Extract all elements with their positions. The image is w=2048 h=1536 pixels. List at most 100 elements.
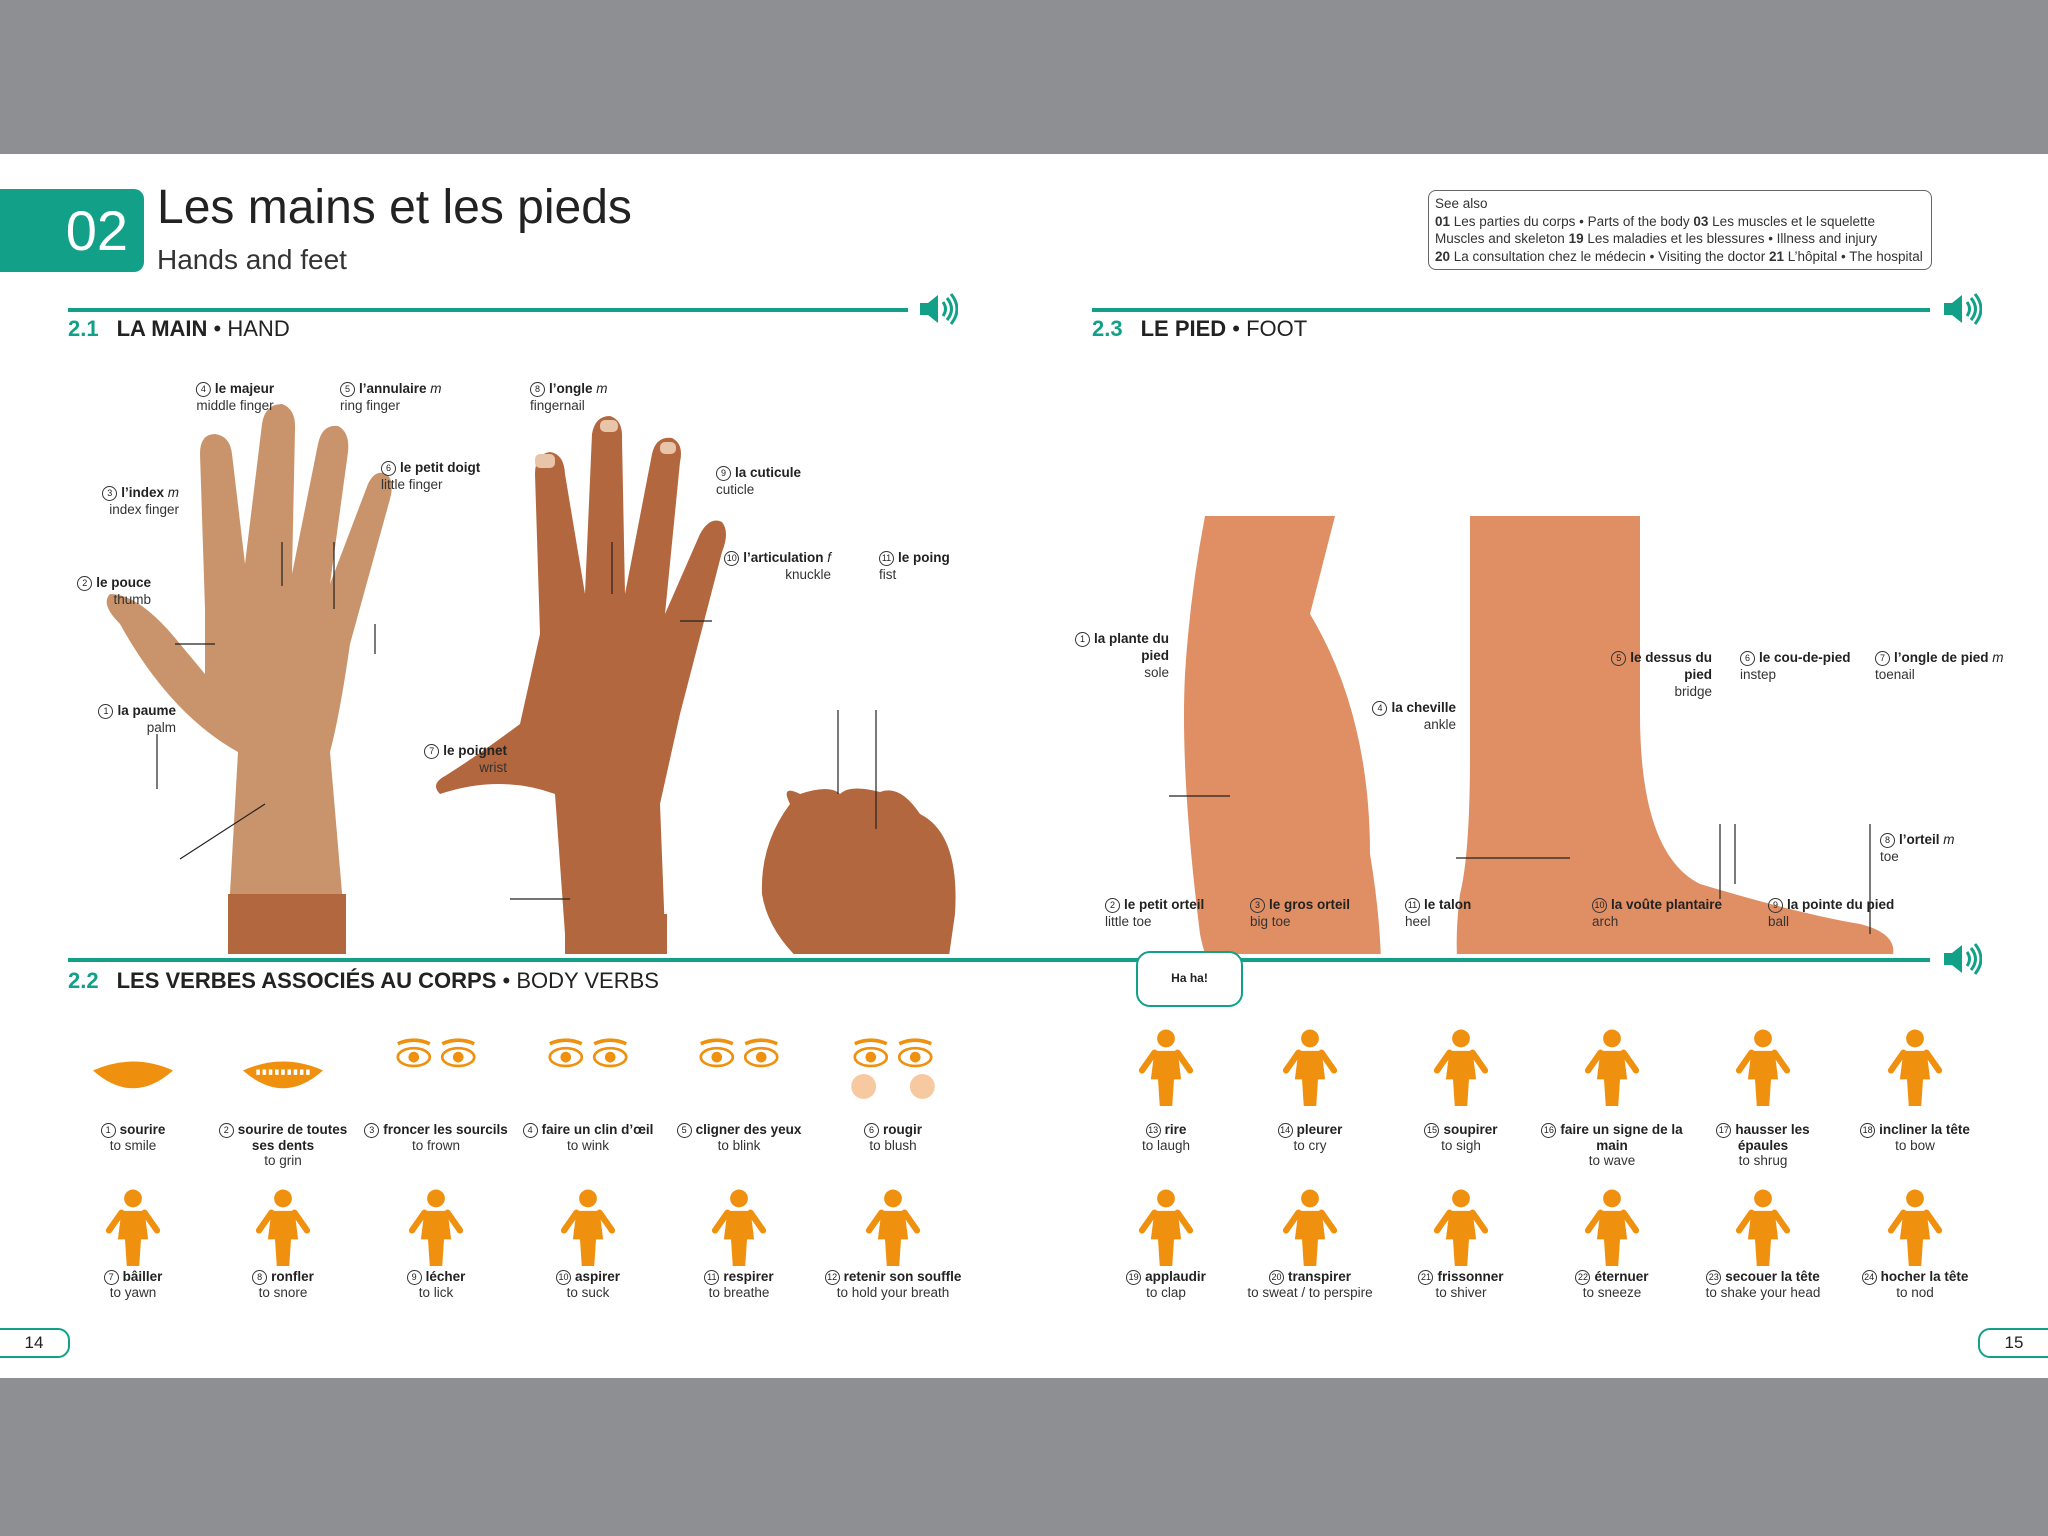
- english-verb: to sweat / to perspire: [1247, 1285, 1373, 1300]
- cry-icon: [1282, 1029, 1338, 1106]
- laugh-icon: [1138, 1029, 1194, 1106]
- french-term: la plante du pied: [1093, 631, 1169, 663]
- english-term: fingernail: [530, 398, 585, 413]
- french-term: l’ongle: [549, 381, 593, 396]
- french-verb: lécher: [425, 1269, 466, 1284]
- french-term: le petit orteil: [1124, 897, 1205, 912]
- french-verb: faire un signe de la main: [1560, 1122, 1683, 1153]
- gender-marker: m: [1988, 650, 2004, 665]
- snore-icon: [255, 1189, 311, 1266]
- number-circle: 10: [555, 1270, 571, 1285]
- english-term: ankle: [1423, 717, 1456, 732]
- audio-speaker-icon[interactable]: [1942, 292, 1982, 326]
- french-term: la cuticule: [735, 465, 802, 480]
- chapter-ref-text[interactable]: Les parties du corps • Parts of the body: [1450, 213, 1694, 229]
- french-term: le dessus du pied: [1630, 650, 1712, 682]
- number-circle: 15: [1424, 1123, 1440, 1138]
- english-verb: to snore: [258, 1285, 308, 1300]
- chapter-ref-text[interactable]: Muscles and skeleton: [1435, 231, 1569, 246]
- sigh-icon: [1433, 1029, 1489, 1106]
- number-circle: 8: [530, 382, 545, 397]
- french-term: le majeur: [214, 381, 275, 396]
- audio-speaker-icon[interactable]: [918, 292, 958, 326]
- number-circle: 11: [704, 1270, 720, 1285]
- chapter-ref-text[interactable]: La consultation chez le médecin • Visiti…: [1450, 248, 1769, 264]
- english-term: ring finger: [340, 398, 401, 413]
- audio-speaker-icon[interactable]: [1942, 942, 1982, 976]
- number-circle: 11: [879, 551, 894, 566]
- english-verb: to blush: [869, 1138, 917, 1153]
- english-verb: to bow: [1895, 1138, 1935, 1153]
- english-term: instep: [1740, 667, 1777, 682]
- english-term: palm: [146, 720, 176, 735]
- chapter-ref-text[interactable]: Les maladies et les blessures • Illness …: [1583, 231, 1878, 246]
- number-circle: 3: [364, 1123, 380, 1138]
- english-verb: to laugh: [1141, 1138, 1191, 1153]
- french-verb: hocher la tête: [1880, 1269, 1969, 1284]
- number-circle: 18: [1860, 1123, 1876, 1138]
- chapter-ref-text[interactable]: Les muscles et le squelette: [1708, 213, 1876, 229]
- french-term: le poing: [898, 550, 950, 565]
- english-term: arch: [1592, 914, 1619, 929]
- english-term: fist: [879, 567, 897, 582]
- english-verb: to sigh: [1441, 1138, 1481, 1153]
- french-verb: transpirer: [1287, 1269, 1352, 1284]
- chapter-ref-text[interactable]: L’hôpital • The hospital: [1783, 248, 1923, 264]
- english-verb: to grin: [264, 1153, 302, 1168]
- section-rule: [1092, 308, 1930, 312]
- french-verb: rougir: [883, 1122, 922, 1137]
- see-also-line: 01 Les parties du corps • Parts of the b…: [1435, 213, 1925, 231]
- english-term: cuticle: [716, 482, 755, 497]
- number-circle: 7: [1875, 651, 1890, 666]
- french-verb: éternuer: [1594, 1269, 1649, 1284]
- page-subtitle: Hands and feet: [157, 244, 347, 275]
- french-term: le pouce: [96, 575, 151, 590]
- french-term: l’orteil: [1899, 832, 1940, 847]
- english-term: heel: [1405, 914, 1431, 929]
- shiver-icon: [1433, 1189, 1489, 1266]
- foot-side-illustration: [1456, 516, 1894, 954]
- number-circle: 3: [1250, 898, 1265, 913]
- english-verb: to breathe: [708, 1285, 770, 1300]
- english-term: ball: [1768, 914, 1790, 929]
- chapter-ref-number: 01: [1435, 213, 1451, 229]
- chapter-ref-number: 19: [1568, 231, 1584, 246]
- number-circle: 24: [1861, 1270, 1877, 1285]
- english-term: big toe: [1250, 914, 1291, 929]
- number-circle: 7: [103, 1270, 119, 1285]
- number-circle: 21: [1418, 1270, 1434, 1285]
- french-verb: aspirer: [574, 1269, 621, 1284]
- chapter-ref-number: 03: [1693, 213, 1709, 229]
- french-term: la voûte plantaire: [1611, 897, 1723, 912]
- english-verb: to hold your breath: [836, 1285, 950, 1300]
- french-verb: frissonner: [1437, 1269, 1504, 1284]
- french-term: le poignet: [443, 743, 507, 758]
- number-circle: 11: [1405, 898, 1420, 913]
- english-term: little finger: [381, 477, 443, 492]
- yawn-icon: [105, 1189, 161, 1266]
- gender-marker: m: [164, 485, 179, 500]
- french-verb: froncer les sourcils: [383, 1122, 508, 1137]
